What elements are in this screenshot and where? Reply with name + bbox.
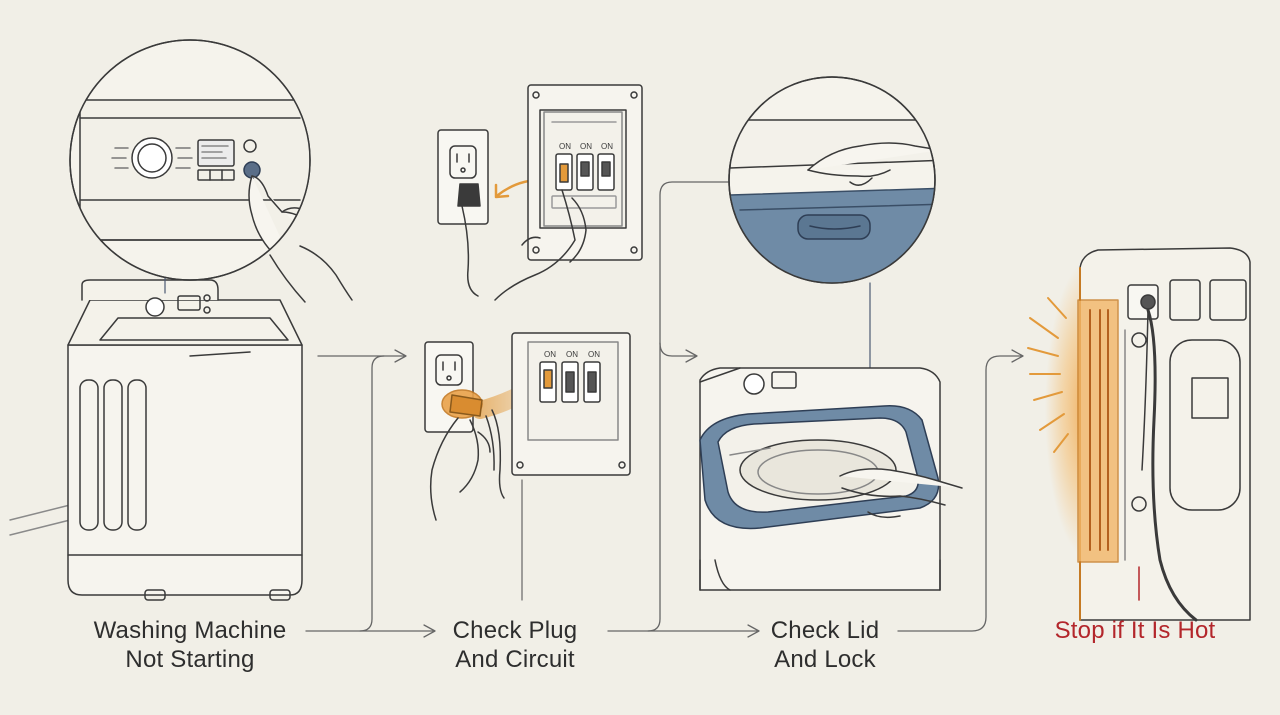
outlet-and-breaker-top	[437, 84, 643, 301]
knob-icon	[743, 373, 765, 395]
hand-icon	[269, 245, 353, 303]
open-lid-washer-illustration	[699, 367, 963, 591]
step-label-1: Washing Machine Not Starting	[70, 616, 310, 674]
step-label-line: And Circuit	[455, 646, 575, 673]
breaker-label: ON	[588, 350, 600, 359]
step-label-line: Check Lid	[770, 617, 880, 644]
step-label-line: Washing Machine	[93, 617, 287, 644]
outlet-and-breaker-bottom	[424, 332, 631, 601]
hot-rear-panel-illustration	[1027, 247, 1251, 622]
step-label-3: Check Lid And Lock	[740, 616, 910, 674]
lid-zoom	[728, 76, 936, 284]
hand-icon	[494, 189, 576, 301]
plug-icon	[449, 394, 483, 417]
breaker-label: ON	[566, 350, 578, 359]
flow-arrow-2	[607, 181, 760, 638]
breaker-on-labels: ON ON ON ON ON ON	[544, 142, 613, 359]
step-label-line: Stop if It Is Hot	[1054, 617, 1216, 644]
plug-socket-icon	[1140, 294, 1156, 310]
breaker-label: ON	[601, 142, 613, 151]
washing-machine-illustration	[9, 279, 303, 601]
breaker-label: ON	[559, 142, 571, 151]
step-label-line: And Lock	[774, 646, 876, 673]
cord-icon	[1146, 308, 1198, 622]
step-label-line: Not Starting	[125, 646, 255, 673]
flow-arrow-1	[305, 349, 436, 638]
hand-icon	[839, 468, 963, 489]
step-label-2: Check Plug And Circuit	[420, 616, 610, 674]
knob-icon	[145, 297, 165, 317]
flow-arrow-3	[897, 349, 1024, 632]
breaker-label: ON	[544, 350, 556, 359]
step-label-4-warning: Stop if It Is Hot	[1030, 616, 1240, 645]
control-panel-zoom	[69, 39, 311, 281]
plug-icon	[457, 183, 481, 207]
step-label-line: Check Plug	[452, 617, 578, 644]
breaker-label: ON	[580, 142, 592, 151]
